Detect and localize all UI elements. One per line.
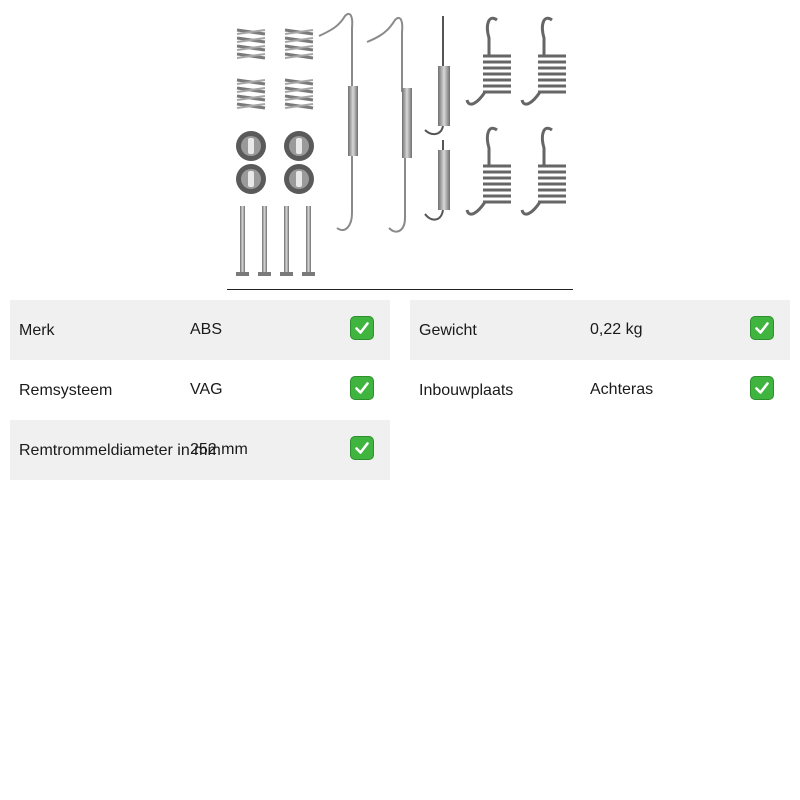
check-mark-icon (350, 316, 374, 340)
washer-4 (284, 164, 314, 194)
image-divider (227, 289, 573, 290)
adjuster-spring-upper (424, 16, 450, 136)
adjuster-spring-lower (424, 140, 450, 221)
washer-3 (236, 164, 266, 194)
check-mark-icon (350, 376, 374, 400)
small-spring-top-left (236, 28, 266, 60)
spec-label: Merk (19, 322, 55, 339)
check-mark-icon (350, 436, 374, 460)
spec-row-remsysteem: Remsysteem VAG (10, 360, 390, 420)
spec-value: VAG (190, 381, 223, 398)
heavy-coil-spring-2 (520, 16, 566, 106)
spec-value: Achteras (590, 381, 654, 398)
heavy-coil-spring-4 (520, 126, 566, 216)
small-spring-top-right (284, 28, 314, 60)
hold-down-pin-2 (258, 206, 271, 276)
spec-label: Inbouwplaats (419, 382, 514, 399)
washer-1 (236, 131, 266, 161)
long-return-spring-2 (366, 16, 412, 233)
spec-label: Remtrommeldiameter in mm (19, 442, 221, 459)
hold-down-pin-1 (236, 206, 249, 276)
spec-row-merk: Merk ABS (10, 300, 390, 360)
spec-row-gewicht: Gewicht 0,22 kg (410, 300, 790, 360)
spec-table-left: Merk ABS Remsysteem VAG Remtrommeldiamet… (10, 300, 390, 480)
heavy-coil-spring-3 (465, 126, 511, 216)
long-return-spring-1 (318, 12, 358, 232)
heavy-coil-spring-1 (465, 16, 511, 106)
spec-table-right: Gewicht 0,22 kg Inbouwplaats Achteras (410, 300, 790, 420)
hold-down-pin-3 (280, 206, 293, 276)
check-mark-icon (750, 316, 774, 340)
spec-value: 252 mm (190, 441, 248, 458)
spec-row-inbouwplaats: Inbouwplaats Achteras (410, 360, 790, 420)
spec-row-remtrommeldiameter: Remtrommeldiameter in mm 252 mm (10, 420, 390, 480)
washer-2 (284, 131, 314, 161)
product-image (236, 12, 566, 276)
spec-label: Gewicht (419, 322, 477, 339)
small-spring-mid-left (236, 78, 266, 110)
spec-label: Remsysteem (19, 382, 113, 399)
small-spring-mid-right (284, 78, 314, 110)
spec-value: ABS (190, 321, 223, 338)
spec-value: 0,22 kg (590, 321, 643, 338)
hold-down-pin-4 (302, 206, 315, 276)
check-mark-icon (750, 376, 774, 400)
